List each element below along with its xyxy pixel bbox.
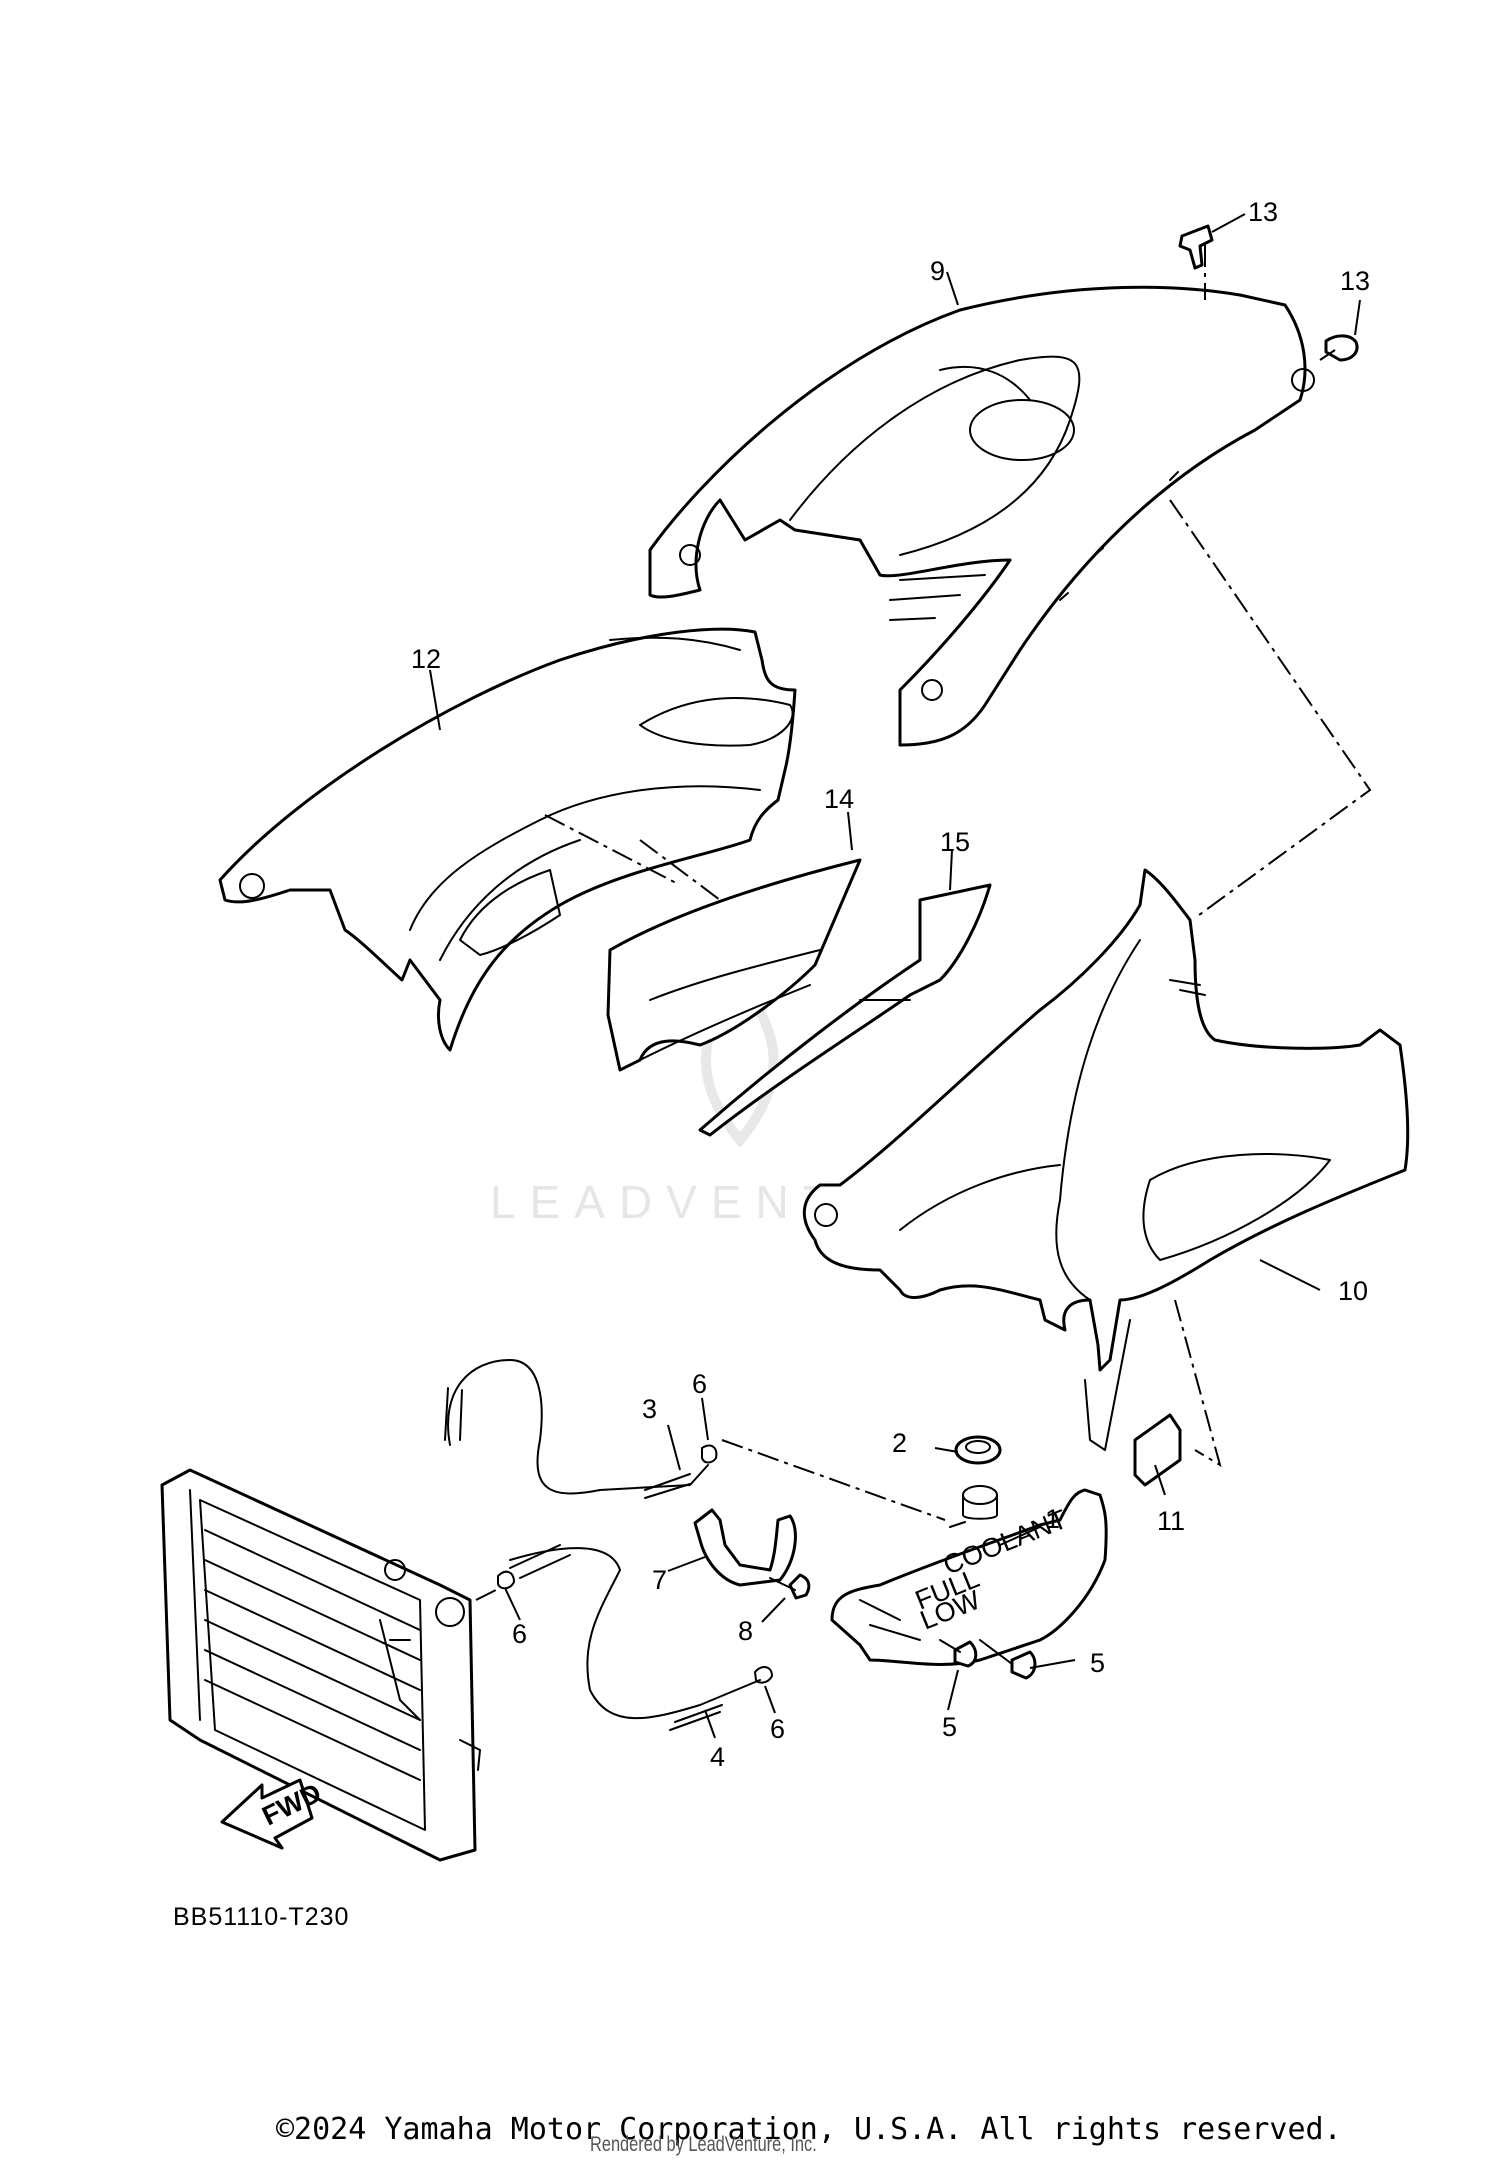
reference-lines [475, 245, 1372, 1601]
radiator-core [204, 1529, 421, 1781]
fwd-arrow: FWD [220, 1777, 326, 1850]
part-12-side-cover [218, 627, 797, 1052]
diagram-code: BB51110-T230 [173, 1903, 350, 1931]
callout-6a: 6 [692, 1369, 707, 1399]
part-7-bracket [693, 1508, 797, 1587]
hose-3 [444, 1359, 709, 1499]
callout-8: 8 [738, 1616, 753, 1646]
callout-9: 9 [930, 256, 945, 286]
leader-lines [429, 213, 1361, 1739]
callout-14: 14 [824, 784, 854, 814]
callout-6b: 6 [512, 1619, 527, 1649]
callout-10: 10 [1338, 1276, 1368, 1306]
callout-4: 4 [710, 1742, 725, 1772]
callout-2: 2 [892, 1428, 907, 1458]
part-2-cap [954, 1435, 1002, 1465]
callout-15: 15 [940, 827, 970, 857]
callout-5a: 5 [1090, 1648, 1105, 1678]
coolant-reservoir: COOLANT FULL LOW [830, 1485, 1108, 1666]
hose-4 [509, 1544, 761, 1731]
bolts [769, 1573, 1037, 1680]
part-15-strip [698, 883, 992, 1137]
part-10-side-cover [802, 868, 1410, 1451]
callout-6c: 6 [770, 1714, 785, 1744]
part-13-clips [1178, 224, 1359, 362]
callout-13b: 13 [1340, 266, 1370, 296]
callout-1: 1 [1045, 1504, 1060, 1534]
callouts: 1 2 3 4 5 5 6 6 6 7 8 9 10 11 12 13 13 1… [411, 197, 1370, 1772]
radiator [160, 1468, 481, 1862]
part-9-cover [648, 285, 1315, 747]
callout-3: 3 [642, 1394, 657, 1424]
hose-clamps-6 [497, 1444, 773, 1684]
callout-13a: 13 [1248, 197, 1278, 227]
part-11-pad [1133, 1413, 1182, 1487]
callout-12: 12 [411, 644, 441, 674]
callout-11: 11 [1157, 1506, 1185, 1536]
part-14-panel [606, 858, 862, 1072]
callout-5b: 5 [942, 1712, 957, 1742]
rendered-by-text: Rendered by LeadVenture, Inc. [590, 2133, 817, 2156]
copyright-text: ©2024 Yamaha Motor Corporation, U.S.A. A… [276, 2112, 1342, 2147]
callout-7: 7 [652, 1565, 667, 1595]
